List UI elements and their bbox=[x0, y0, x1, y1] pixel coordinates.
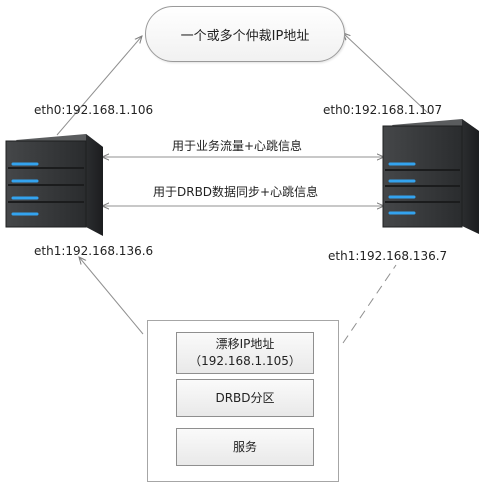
server-left-icon bbox=[5, 134, 103, 236]
left-eth0-label: eth0:192.168.1.106 bbox=[34, 103, 154, 117]
link-left-to-arbiter bbox=[56, 36, 142, 136]
floating-ip-address: （192.168.1.105） bbox=[189, 354, 301, 368]
right-eth0-label: eth0:192.168.1.107 bbox=[323, 103, 443, 117]
drbd-partition-label: DRBD分区 bbox=[215, 390, 275, 405]
floating-ip-title: 漂移IP地址 bbox=[215, 337, 275, 351]
resource-group: 漂移IP地址 （192.168.1.105） DRBD分区 服务 bbox=[147, 320, 339, 482]
service-box: 服务 bbox=[176, 428, 314, 466]
floating-ip-box: 漂移IP地址 （192.168.1.105） bbox=[176, 332, 314, 374]
link-resources-to-right-standby bbox=[342, 264, 397, 344]
left-eth1-label: eth1:192.168.136.6 bbox=[34, 244, 154, 258]
service-label: 服务 bbox=[232, 439, 257, 454]
arbiter-label: 一个或多个仲裁IP地址 bbox=[180, 28, 310, 44]
drbd-partition-box: DRBD分区 bbox=[176, 379, 314, 417]
arbiter-node: 一个或多个仲裁IP地址 bbox=[145, 6, 345, 62]
link-right-to-arbiter bbox=[343, 33, 429, 114]
business-link-label: 用于业务流量+心跳信息 bbox=[172, 139, 303, 153]
drbd-link-label: 用于DRBD数据同步+心跳信息 bbox=[153, 185, 319, 199]
link-resources-to-left bbox=[79, 257, 144, 335]
right-eth1-label: eth1:192.168.136.7 bbox=[328, 249, 448, 263]
server-right-icon bbox=[382, 119, 479, 234]
